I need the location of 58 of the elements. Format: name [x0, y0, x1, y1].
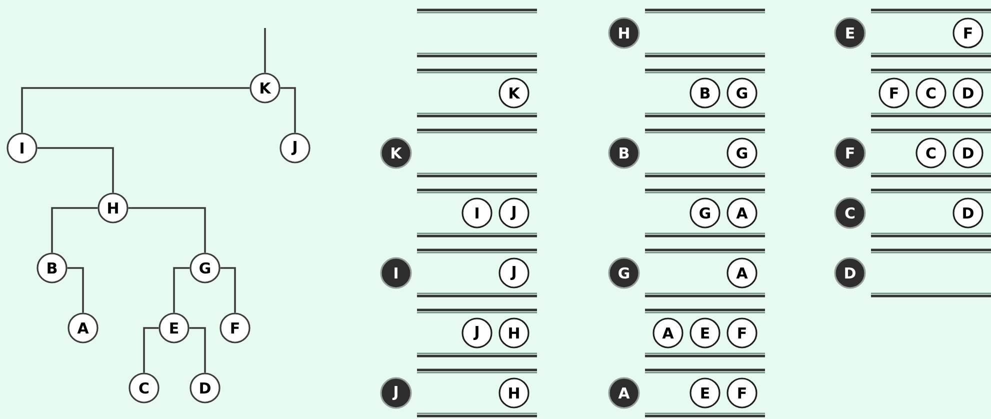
tree-node: F — [220, 312, 250, 344]
tree-branch — [220, 267, 236, 313]
tree-branch — [189, 327, 206, 373]
queued-node: H — [498, 378, 530, 408]
dequeued-node: G — [608, 257, 640, 289]
tree-node: H — [98, 192, 128, 224]
tree-node: G — [190, 252, 220, 284]
queued-node: E — [690, 318, 720, 348]
queued-node: J — [462, 318, 492, 348]
dequeued-node: D — [834, 257, 866, 289]
tree-branch — [264, 28, 266, 73]
tree-node: E — [158, 312, 190, 344]
queued-node: B — [690, 78, 720, 108]
tree-node: K — [250, 72, 280, 104]
dequeued-node: A — [608, 377, 640, 409]
dequeued-node: F — [834, 137, 866, 169]
tree-branch — [128, 207, 206, 253]
queued-node: C — [916, 78, 946, 108]
queued-node: D — [952, 78, 984, 108]
dequeued-node: H — [608, 17, 640, 49]
queued-node: G — [726, 138, 758, 168]
queued-node: J — [498, 198, 530, 228]
queued-node: A — [652, 318, 684, 348]
tree-node: J — [280, 132, 310, 164]
tree-node: C — [128, 372, 160, 404]
queued-node: J — [498, 258, 530, 288]
queued-node: G — [690, 198, 720, 228]
queued-node: H — [498, 318, 530, 348]
tree-branch — [67, 267, 84, 313]
queued-node: F — [878, 78, 910, 108]
tree-node: B — [36, 252, 68, 284]
dequeued-node: B — [608, 137, 640, 169]
dequeued-node: I — [380, 257, 412, 289]
dequeued-node: K — [380, 137, 412, 169]
queued-node: A — [726, 258, 758, 288]
tree-node: D — [190, 372, 220, 404]
queued-node: D — [952, 198, 984, 228]
tree-branch — [173, 267, 190, 313]
dequeued-node: C — [834, 197, 866, 229]
queued-node: C — [916, 138, 946, 168]
queued-node: A — [726, 198, 758, 228]
tree-node: A — [68, 312, 98, 344]
tree-node: I — [6, 132, 38, 164]
tree-branch — [143, 327, 159, 373]
dequeued-node: J — [380, 377, 412, 409]
queued-node: I — [462, 198, 492, 228]
tree-branch — [280, 87, 296, 133]
tree-branch — [51, 207, 98, 253]
tree-branch — [37, 147, 114, 193]
tree-branch — [21, 87, 250, 133]
queued-node: F — [952, 18, 984, 48]
queued-node: K — [498, 78, 530, 108]
queued-node: E — [690, 378, 720, 408]
queued-node: F — [726, 318, 758, 348]
dequeued-node: E — [834, 17, 866, 49]
queued-node: F — [726, 378, 758, 408]
queued-node: D — [952, 138, 984, 168]
queued-node: G — [726, 78, 758, 108]
